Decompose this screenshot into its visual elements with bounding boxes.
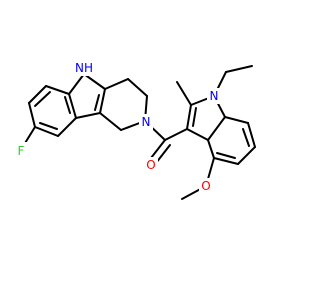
- bond: [237, 146, 256, 165]
- bond: [104, 78, 129, 90]
- bond: [99, 88, 106, 114]
- atom-n-ring: N: [142, 115, 151, 129]
- bond: [247, 122, 256, 148]
- bond: [186, 104, 192, 130]
- atom-fluorine: F: [18, 144, 25, 158]
- bond: [68, 93, 77, 119]
- atom-labels: NH F N O N O: [14, 60, 221, 194]
- bond: [34, 126, 59, 137]
- bond: [83, 73, 106, 90]
- molecule-structure: NH F N O N O: [14, 60, 256, 200]
- bond: [150, 139, 166, 159]
- atom-nh: NH: [75, 61, 93, 75]
- bond: [213, 157, 239, 165]
- bond: [224, 116, 249, 124]
- bond: [64, 96, 71, 114]
- bond: [207, 116, 226, 141]
- bond: [225, 65, 253, 73]
- bond: [68, 73, 85, 95]
- bond: [28, 85, 47, 104]
- bond: [34, 91, 51, 107]
- bond: [186, 128, 209, 141]
- bond: [127, 78, 148, 97]
- bonds: [21, 65, 256, 200]
- bond: [99, 112, 122, 131]
- atom-n-indole: N: [210, 89, 219, 103]
- bond: [57, 117, 77, 137]
- atom-oxygen: O: [146, 158, 155, 172]
- bond: [216, 152, 236, 159]
- bond: [155, 144, 171, 164]
- bond: [176, 81, 192, 106]
- bond: [164, 128, 188, 141]
- atom-methoxy-oxygen: O: [201, 179, 210, 193]
- bond: [39, 122, 58, 130]
- bond: [242, 128, 250, 147]
- bond: [192, 107, 197, 127]
- bond: [75, 112, 101, 119]
- bond: [28, 102, 36, 128]
- bond: [207, 139, 215, 159]
- bond: [45, 85, 70, 95]
- bond: [94, 94, 100, 111]
